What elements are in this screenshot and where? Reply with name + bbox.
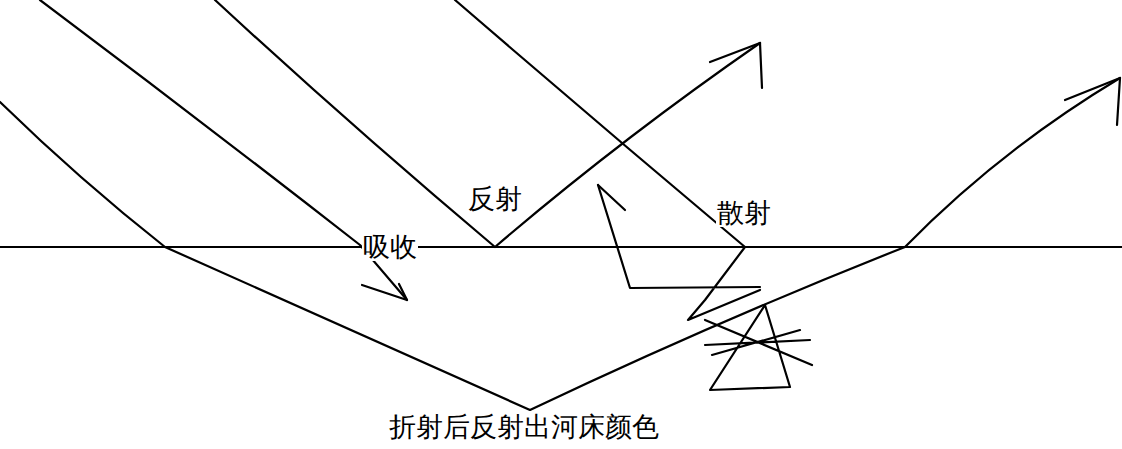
- absorption-label: 吸收: [362, 233, 418, 261]
- riverbed-color-label: 折射后反射出河床颜色: [388, 413, 660, 441]
- reflected-ray: [215, 0, 760, 247]
- arrow-head: [1065, 78, 1120, 125]
- arrow-head: [362, 284, 407, 300]
- reflection-label: 反射: [467, 185, 523, 213]
- arrow-head: [710, 43, 762, 88]
- refracted-ray: [0, 78, 1120, 410]
- absorbed-ray: [40, 0, 407, 300]
- scatter-scribble: [705, 305, 812, 390]
- arrow-head: [598, 185, 625, 210]
- scattering-label: 散射: [716, 199, 772, 227]
- scattered-ray: [455, 0, 760, 320]
